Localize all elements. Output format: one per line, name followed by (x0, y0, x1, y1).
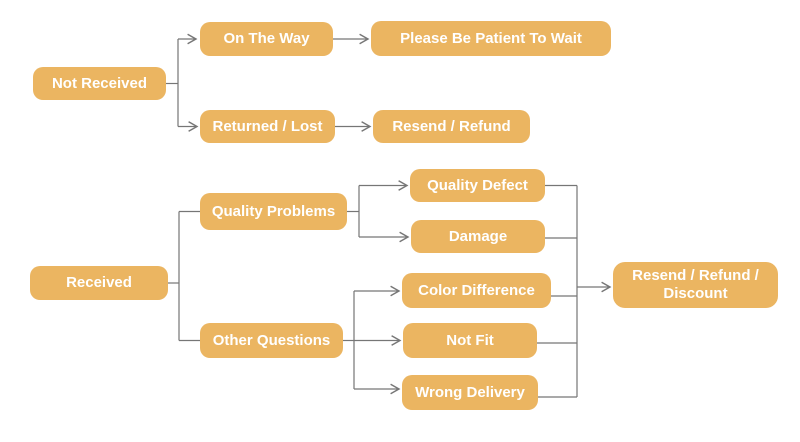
node-wrong-delivery: Wrong Delivery (402, 375, 538, 410)
node-color-difference: Color Difference (402, 273, 551, 308)
node-on-the-way: On The Way (200, 22, 333, 56)
node-damage: Damage (411, 220, 545, 253)
node-resend-refund-discount: Resend / Refund / Discount (613, 262, 778, 308)
node-returned-lost: Returned / Lost (200, 110, 335, 143)
node-not-received: Not Received (33, 67, 166, 100)
node-other-questions: Other Questions (200, 323, 343, 358)
node-received: Received (30, 266, 168, 300)
node-not-fit: Not Fit (403, 323, 537, 358)
node-quality-problems: Quality Problems (200, 193, 347, 230)
node-quality-defect: Quality Defect (410, 169, 545, 202)
node-resend-refund: Resend / Refund (373, 110, 530, 143)
node-please-be-patient-to-wait: Please Be Patient To Wait (371, 21, 611, 56)
